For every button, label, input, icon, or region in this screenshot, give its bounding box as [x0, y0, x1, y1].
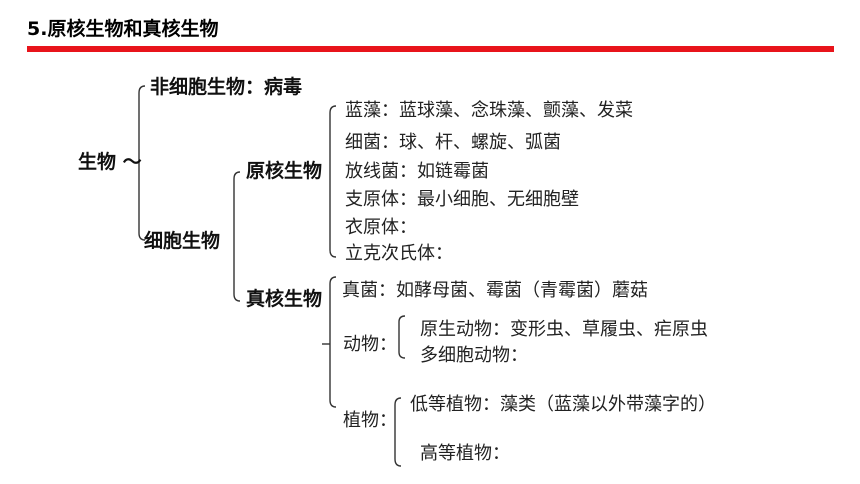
eukaryote-plant: 植物： [343, 410, 397, 431]
eukaryote-fungi: 真菌：如酵母菌、霉菌（青霉菌）蘑菇 [342, 280, 648, 301]
animal-bracket [398, 315, 406, 359]
cellular-bracket [233, 171, 241, 302]
eukaryote-bracket [329, 276, 337, 408]
prokaryote-item: 蓝藻：蓝球藻、念珠藻、颤藻、发菜 [345, 100, 633, 121]
node-eukaryote: 真核生物 [246, 288, 323, 310]
eukaryote-animal: 动物： [343, 334, 397, 355]
prokaryote-bracket [329, 105, 337, 258]
plant-item: 高等植物： [420, 443, 510, 464]
page-title: 5.原核生物和真核生物 [27, 18, 219, 40]
node-non-cellular: 非细胞生物：病毒 [150, 76, 303, 98]
animal-item: 多细胞动物： [420, 345, 528, 366]
node-cellular: 细胞生物 [144, 230, 221, 252]
prokaryote-item: 支原体：最小细胞、无细胞壁 [345, 189, 579, 210]
prokaryote-item: 细菌：球、杆、螺旋、弧菌 [345, 132, 561, 153]
animal-item: 原生动物：变形虫、草履虫、疟原虫 [420, 319, 708, 340]
plant-item: 低等植物：藻类（蓝藻以外带藻字的） [410, 394, 716, 415]
prokaryote-item: 衣原体： [345, 217, 417, 238]
title-underline [27, 46, 834, 52]
node-root: 生物 ～ [78, 151, 142, 173]
prokaryote-item: 立克次氏体： [345, 243, 453, 264]
plant-bracket [394, 397, 402, 467]
node-prokaryote: 原核生物 [246, 160, 323, 182]
prokaryote-item: 放线菌：如链霉菌 [345, 161, 489, 182]
